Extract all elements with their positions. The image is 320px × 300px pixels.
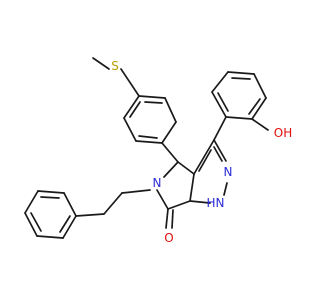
hydroxyl-label: OH — [274, 126, 292, 140]
thiophenyl-ring — [123, 95, 177, 144]
structure-diagram: S OH N N N H O — [24, 57, 292, 245]
pyrazole-nh-hydrogen-label: H — [206, 196, 215, 210]
pyrrolopyrazole-core — [156, 139, 228, 229]
pyrazole-nh-nitrogen-label: N — [216, 196, 225, 210]
benzyl-phenyl-ring — [24, 190, 77, 239]
methylthio-group — [92, 57, 140, 97]
carbonyl-oxygen-label: O — [164, 231, 173, 245]
aryl-c4-bond — [161, 142, 179, 163]
molecule-canvas: S OH N N N H O — [24, 57, 292, 245]
aryl-c3-bond — [213, 116, 227, 141]
pyrazole-nitrogen-label: N — [224, 165, 233, 179]
hydroxyphenyl-ring — [211, 71, 269, 131]
sulfur-label: S — [111, 59, 119, 73]
phenethyl-chain — [75, 189, 151, 217]
pyrrolidinone-nitrogen-label: N — [153, 176, 162, 190]
